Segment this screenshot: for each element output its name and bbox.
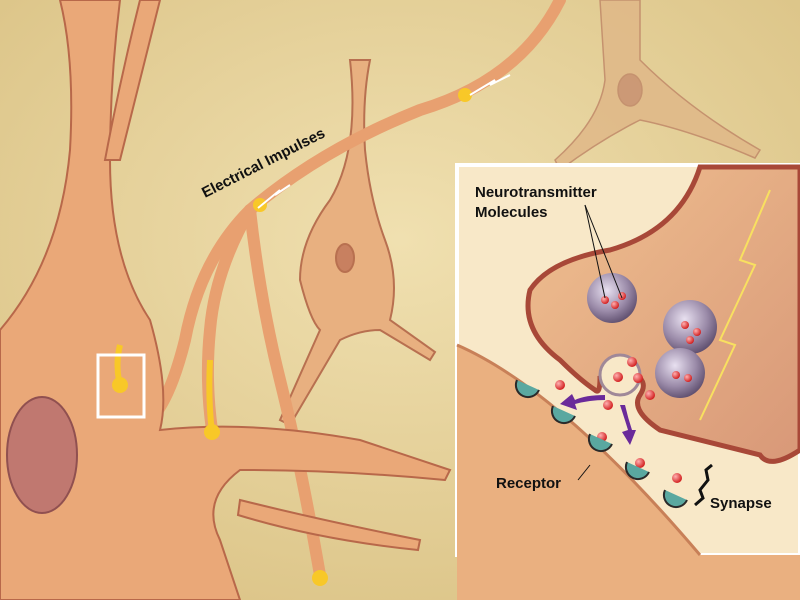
molecules-label: Molecules xyxy=(475,204,548,221)
vesicle xyxy=(655,348,705,398)
neurotransmitter-molecules xyxy=(555,292,701,483)
vesicle xyxy=(663,300,717,354)
background-neuron xyxy=(554,0,762,172)
vesicle xyxy=(587,273,637,323)
middle-neuron xyxy=(278,59,437,427)
receptor-label: Receptor xyxy=(496,475,561,492)
nucleus xyxy=(6,396,78,514)
highlight-box xyxy=(96,353,146,419)
large-neuron xyxy=(0,0,452,600)
synapse-bracket xyxy=(694,463,713,507)
release-arrow-icon xyxy=(560,394,636,445)
receptors xyxy=(514,379,688,509)
neurotransmitter-label: Neurotransmitter xyxy=(475,184,597,201)
synapse-inset: Neurotransmitter Molecules Receptor Syna… xyxy=(455,163,800,600)
impulse-glows xyxy=(112,88,472,586)
postsynaptic-membrane xyxy=(457,345,800,600)
axon-terminal xyxy=(525,164,800,464)
synapse-label: Synapse xyxy=(710,495,772,512)
impulse-arrow-icon xyxy=(257,74,511,209)
